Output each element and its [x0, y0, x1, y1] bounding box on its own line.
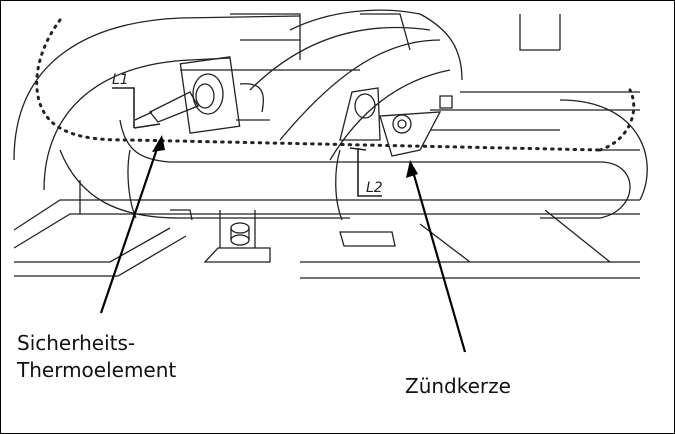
spark-plug [339, 87, 453, 157]
burner-tube [13, 9, 648, 221]
mounting-bracket [170, 209, 396, 263]
burner-holes [35, 18, 636, 152]
thermocouple-arrowhead [152, 135, 165, 152]
l1-label: L1 [112, 72, 129, 88]
thermocouple-label-line2: Thermoelement [17, 358, 177, 382]
thermocouple-label-line1: Sicherheits- [17, 331, 136, 355]
leader-arrows [99, 139, 467, 353]
l2-label: L2 [366, 180, 383, 196]
gap-markers [112, 87, 382, 197]
upper-structure [180, 13, 640, 131]
spark-plug-arrowhead [406, 160, 418, 178]
base-rails [13, 149, 640, 279]
thermocouple [134, 56, 270, 134]
spark-plug-label: Zündkerze [405, 374, 511, 398]
